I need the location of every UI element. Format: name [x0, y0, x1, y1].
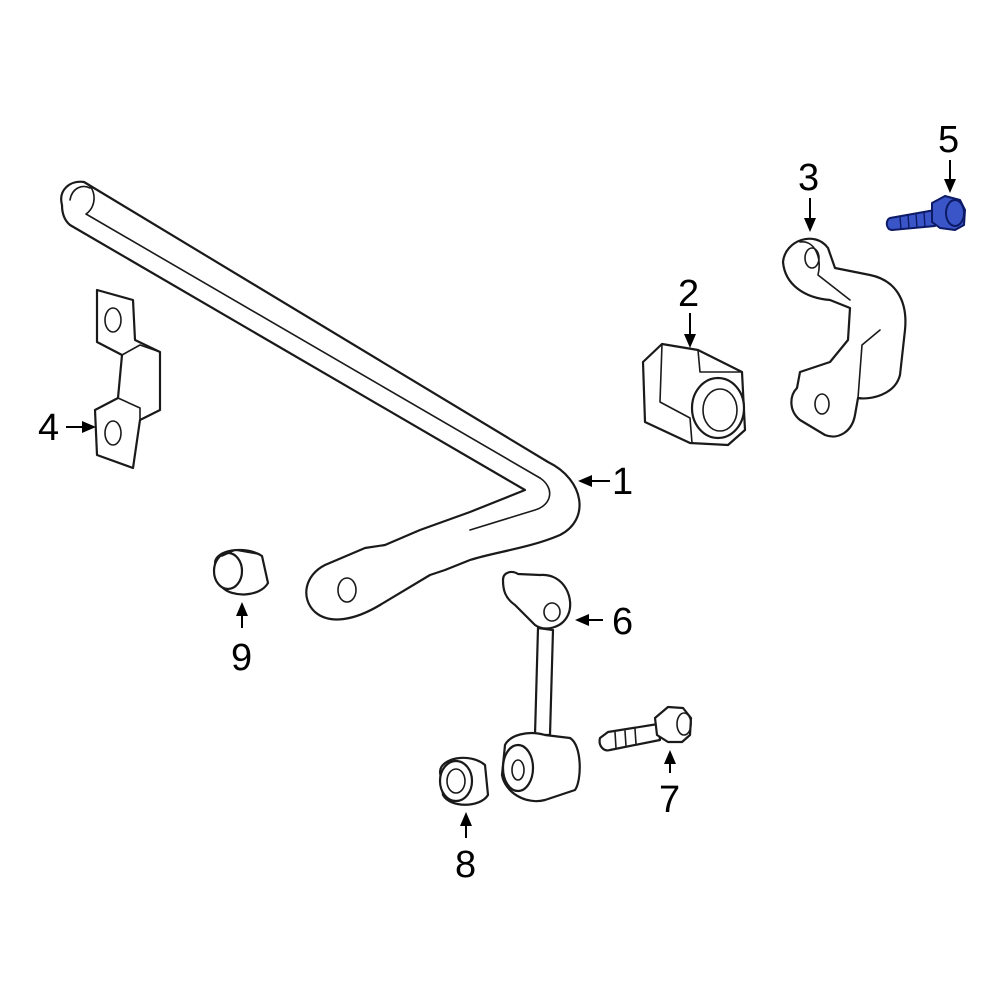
callout-6: 6	[612, 601, 633, 643]
callout-4: 4	[38, 407, 59, 449]
link-bolt[interactable]	[598, 705, 693, 752]
callout-3: 3	[798, 157, 819, 199]
callout-arrows	[66, 160, 956, 838]
stabilizer-link[interactable]	[500, 570, 581, 803]
bolt-highlighted[interactable]	[885, 195, 966, 231]
bushing-bracket[interactable]	[781, 237, 907, 438]
flange-nut[interactable]	[438, 756, 490, 806]
callout-1: 1	[612, 461, 633, 503]
stabilizer-bar[interactable]	[60, 180, 581, 621]
callout-7: 7	[659, 779, 680, 821]
callout-5: 5	[938, 119, 959, 161]
callout-9: 9	[231, 637, 252, 679]
callout-8: 8	[455, 844, 476, 886]
mounting-plate[interactable]	[93, 288, 162, 470]
callout-labels: 1 2 3 4 5 6 7 8 9	[38, 119, 959, 886]
nut[interactable]	[212, 548, 270, 596]
callout-2: 2	[678, 273, 699, 315]
bushing[interactable]	[641, 342, 747, 447]
